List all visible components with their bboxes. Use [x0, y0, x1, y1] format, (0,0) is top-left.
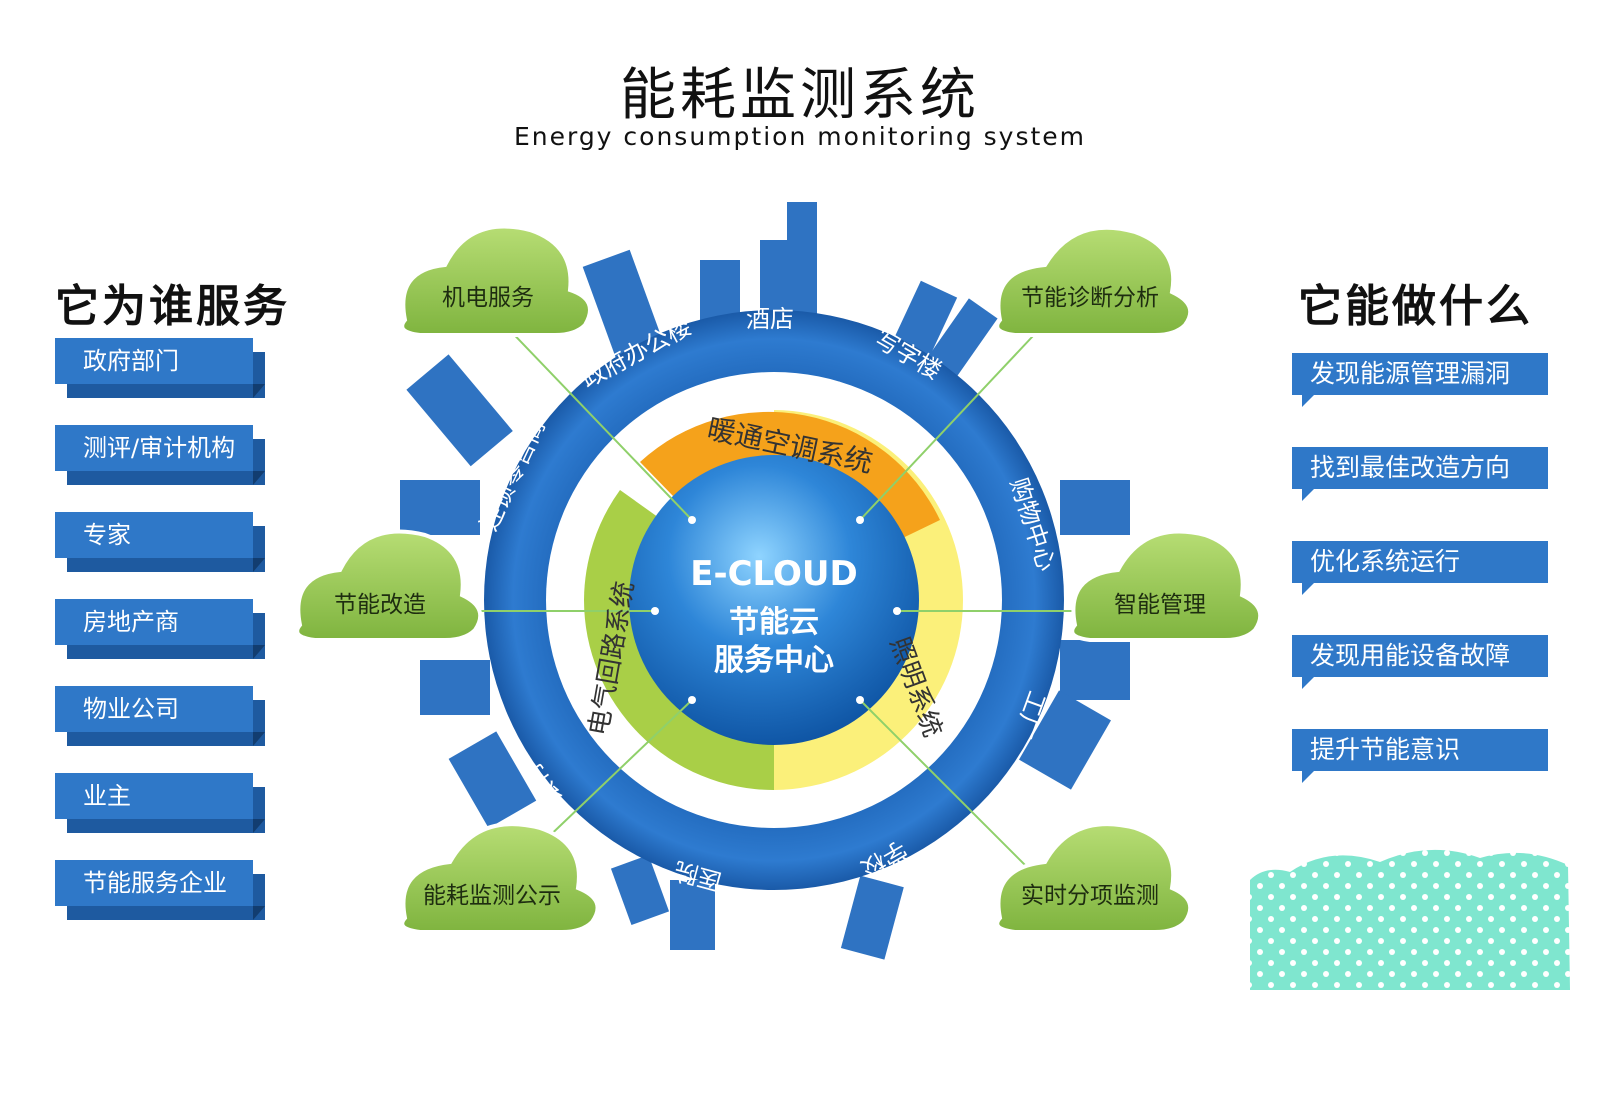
page-subtitle: Energy consumption monitoring system	[513, 122, 1087, 151]
cloud-realtime-label: 实时分项监测	[1021, 883, 1159, 909]
core-line-2: 服务中心	[714, 643, 834, 678]
ribbon-fold	[253, 384, 265, 398]
ribbon-fold	[253, 906, 265, 920]
connector-dots	[651, 516, 901, 704]
right-item: 提升节能意识	[1292, 729, 1548, 787]
left-item: 专家	[55, 512, 265, 574]
ribbon-label: 业主	[55, 773, 253, 819]
cloud-realtime: 实时分项监测	[995, 822, 1193, 934]
page-title: 能耗监测系统	[620, 63, 980, 128]
cloud-diagnosis: 节能诊断分析	[995, 225, 1193, 337]
right-item: 发现用能设备故障	[1292, 635, 1548, 693]
cloud-smart-label: 智能管理	[1114, 592, 1206, 618]
core-sphere	[629, 455, 919, 745]
callout-tail	[1302, 677, 1314, 689]
left-item: 节能服务企业	[55, 860, 265, 922]
cloud-publicity: 能耗监测公示	[400, 822, 600, 934]
cloud-mep-label: 机电服务	[442, 285, 534, 311]
ribbon-label: 房地产商	[55, 599, 253, 645]
cloud-mep: 机电服务	[400, 224, 592, 337]
ring-label-hotel: 酒店	[746, 305, 794, 333]
left-item: 房地产商	[55, 599, 265, 661]
callout-tail	[1302, 771, 1314, 783]
right-heading: 它能做什么	[1298, 281, 1533, 332]
callout-label: 发现能源管理漏洞	[1292, 353, 1548, 395]
ribbon-label: 节能服务企业	[55, 860, 253, 906]
cloud-retrofit-label: 节能改造	[334, 592, 426, 618]
ribbon-label: 政府部门	[55, 338, 253, 384]
ribbon-label: 测评/审计机构	[55, 425, 253, 471]
cloud-retrofit: 节能改造	[295, 529, 483, 642]
callout-label: 找到最佳改造方向	[1292, 447, 1548, 489]
callout-label: 提升节能意识	[1292, 729, 1548, 771]
callout-label: 优化系统运行	[1292, 541, 1548, 583]
left-heading: 它为谁服务	[55, 281, 290, 332]
left-item: 物业公司	[55, 686, 265, 748]
right-item: 发现能源管理漏洞	[1292, 353, 1548, 411]
decorative-dotted-cloud	[1250, 849, 1570, 990]
callout-tail	[1302, 489, 1314, 501]
callout-label: 发现用能设备故障	[1292, 635, 1548, 677]
connector-lines	[470, 319, 1080, 881]
core-brand: E-CLOUD	[690, 554, 857, 594]
city-skyline	[400, 202, 1130, 960]
right-item: 找到最佳改造方向	[1292, 447, 1548, 505]
cloud-smart: 智能管理	[1070, 529, 1263, 642]
cloud-diagnosis-label: 节能诊断分析	[1021, 285, 1159, 311]
ribbon-label: 专家	[55, 512, 253, 558]
ribbon-fold	[253, 471, 265, 485]
core-line-1: 节能云	[729, 605, 819, 640]
callout-tail	[1302, 583, 1314, 595]
ribbon-fold	[253, 645, 265, 659]
ribbon-fold	[253, 819, 265, 833]
callout-tail	[1302, 395, 1314, 407]
ribbon-fold	[253, 558, 265, 572]
left-item: 政府部门	[55, 338, 265, 400]
right-item: 优化系统运行	[1292, 541, 1548, 599]
cloud-publicity-label: 能耗监测公示	[423, 883, 561, 909]
ribbon-label: 物业公司	[55, 686, 253, 732]
ribbon-fold	[253, 732, 265, 746]
left-item: 业主	[55, 773, 265, 835]
left-item: 测评/审计机构	[55, 425, 265, 487]
